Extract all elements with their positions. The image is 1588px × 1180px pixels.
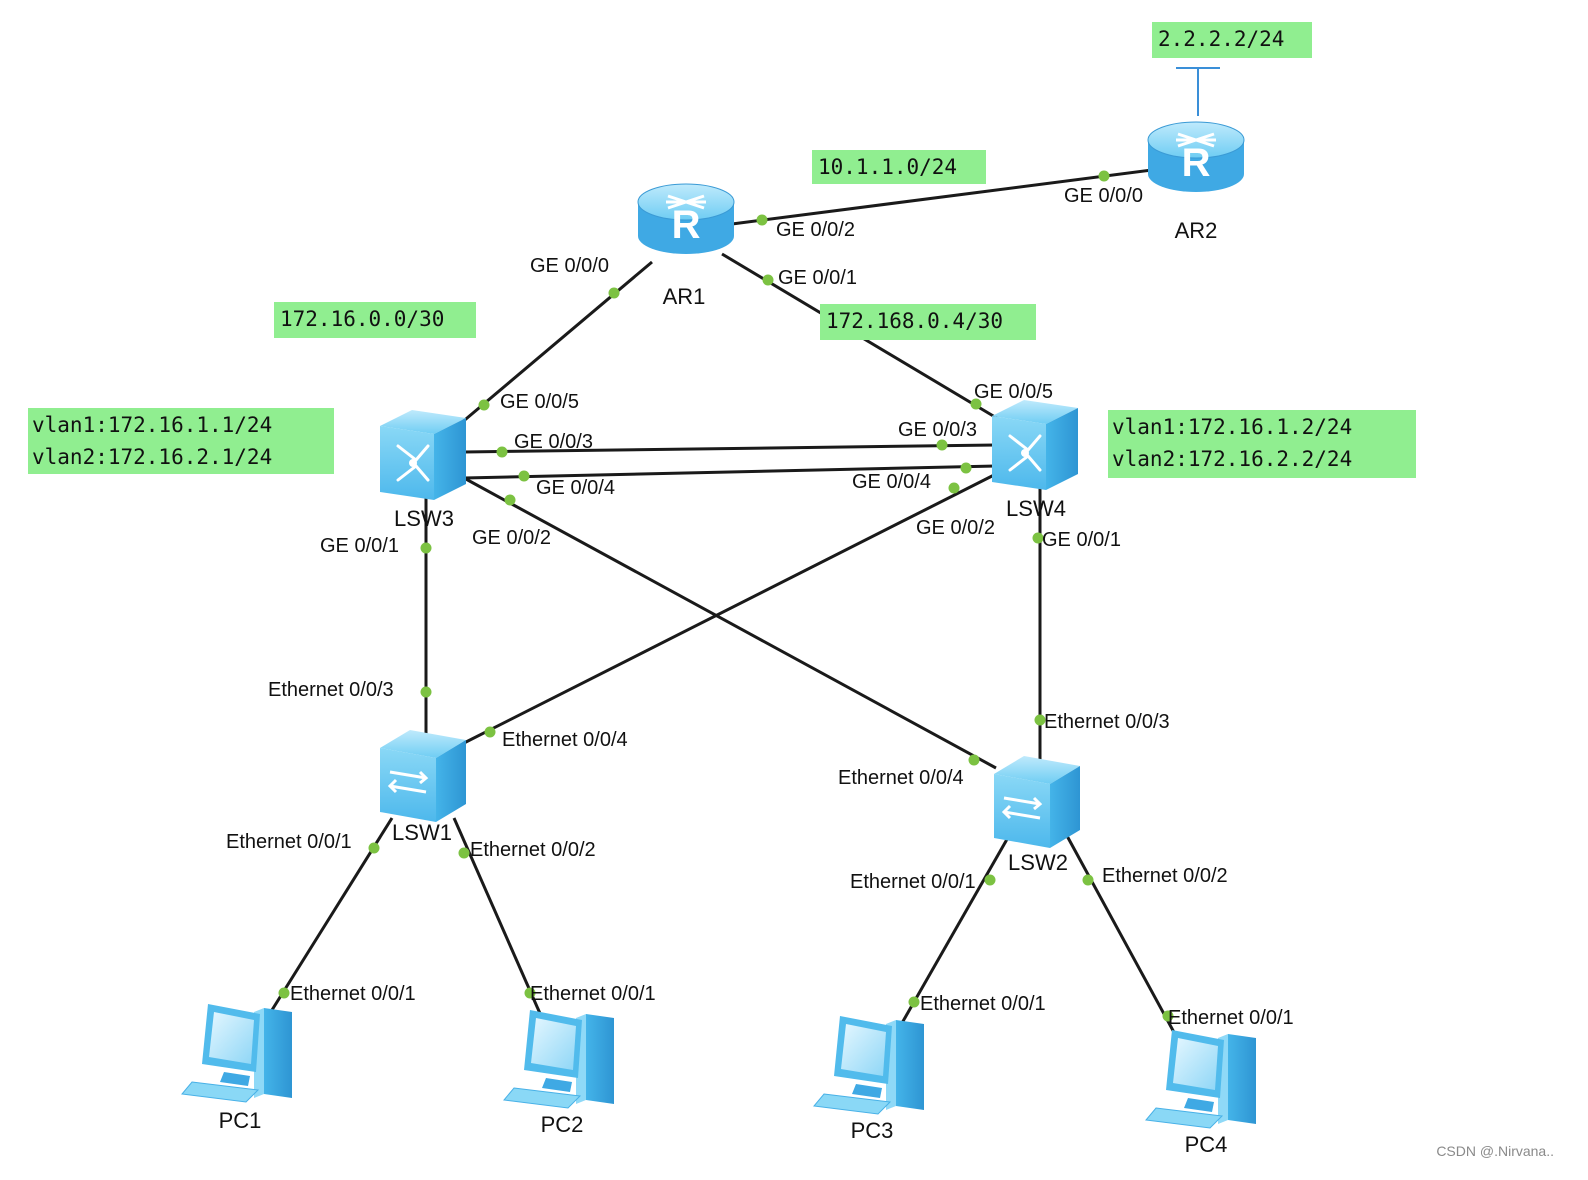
note-lsw4-vlan2: vlan2:172.16.2.2/24 <box>1112 447 1352 471</box>
l3-switch-icon[interactable] <box>378 408 468 502</box>
port-dot <box>1034 714 1046 726</box>
port-label-pc2-e001: Ethernet 0/0/1 <box>530 983 656 1005</box>
link-lsw4-lsw1 <box>463 472 997 745</box>
port-label-lsw2-e003: Ethernet 0/0/3 <box>1044 711 1170 733</box>
link-lsw2-pc4 <box>1064 833 1178 1037</box>
port-dot <box>968 754 980 766</box>
note-ar1-ar2-network: 10.1.1.0/24 <box>818 155 957 179</box>
link-lsw3-lsw4-ge003 <box>463 443 997 454</box>
note-lsw4-vlan1: vlan1:172.16.1.2/24 <box>1112 415 1352 439</box>
device-label-lsw2: LSW2 <box>1008 850 1068 875</box>
port-label-lsw4-ge003: GE 0/0/3 <box>898 419 977 441</box>
device-label-ar1: AR1 <box>663 284 706 309</box>
port-label-lsw1-e003: Ethernet 0/0/3 <box>268 679 394 701</box>
port-label-lsw1-e004: Ethernet 0/0/4 <box>502 729 628 751</box>
device-label-ar2: AR2 <box>1175 218 1218 243</box>
note-lsw3-vlan2: vlan2:172.16.2.1/24 <box>32 445 272 469</box>
port-label-lsw3-ge005: GE 0/0/5 <box>500 391 579 413</box>
note-ar2-network: 2.2.2.2/24 <box>1158 27 1284 51</box>
port-dot <box>762 274 774 286</box>
port-dot <box>420 686 432 698</box>
port-dot <box>948 482 960 494</box>
port-label-ar1-ge001: GE 0/0/1 <box>778 267 857 289</box>
port-dot <box>608 287 620 299</box>
port-label-lsw4-ge004: GE 0/0/4 <box>852 471 931 493</box>
port-label-lsw4-ge002: GE 0/0/2 <box>916 517 995 539</box>
port-dot <box>420 542 432 554</box>
note-box <box>1152 22 1312 58</box>
port-dot <box>1082 874 1094 886</box>
port-label-ar1-ge000: GE 0/0/0 <box>530 255 609 277</box>
port-label-lsw2-e002: Ethernet 0/0/2 <box>1102 865 1228 887</box>
port-label-pc4-e001: Ethernet 0/0/1 <box>1168 1007 1294 1029</box>
port-dot <box>524 987 536 999</box>
watermark: CSDN @.Nirvana.. <box>1436 1143 1554 1159</box>
port-dot <box>368 842 380 854</box>
port-dot <box>984 874 996 886</box>
note-box <box>28 408 334 474</box>
pc-icon[interactable] <box>1145 1029 1257 1129</box>
port-label-lsw4-ge001: GE 0/0/1 <box>1042 529 1121 551</box>
port-label-lsw1-e001: Ethernet 0/0/1 <box>226 831 352 853</box>
port-dot <box>960 462 972 474</box>
pc-icon[interactable] <box>181 1003 293 1103</box>
note-box <box>1108 410 1416 478</box>
port-label-pc3-e001: Ethernet 0/0/1 <box>920 993 1046 1015</box>
port-dot <box>936 439 948 451</box>
router-icon[interactable] <box>636 182 736 256</box>
port-label-lsw3-ge003: GE 0/0/3 <box>514 431 593 453</box>
port-dot <box>1162 1010 1174 1022</box>
link-ar1-ar2 <box>731 168 1153 226</box>
pc-icon[interactable] <box>503 1009 615 1109</box>
note-box <box>812 150 986 184</box>
device-label-lsw1: LSW1 <box>392 820 452 845</box>
router-icon[interactable] <box>1146 120 1246 194</box>
l2-switch-icon[interactable] <box>992 754 1082 850</box>
note-ar1-lsw3-network: 172.16.0.0/30 <box>280 307 444 331</box>
device-label-pc1: PC1 <box>219 1108 262 1133</box>
port-label-lsw2-e004: Ethernet 0/0/4 <box>838 767 964 789</box>
device-label-pc3: PC3 <box>851 1118 894 1143</box>
device-label-lsw3: LSW3 <box>394 506 454 531</box>
link-lsw3-lsw2 <box>463 476 997 770</box>
port-dot <box>970 398 982 410</box>
port-dot <box>908 996 920 1008</box>
port-label-lsw2-e001: Ethernet 0/0/1 <box>850 871 976 893</box>
port-dot <box>478 399 490 411</box>
port-label-lsw3-ge001: GE 0/0/1 <box>320 535 399 557</box>
port-label-ar2-ge000: GE 0/0/0 <box>1064 185 1143 207</box>
l3-switch-icon[interactable] <box>990 398 1080 492</box>
port-dot <box>518 470 530 482</box>
port-label-pc1-e001: Ethernet 0/0/1 <box>290 983 416 1005</box>
note-ar1-lsw4-network: 172.168.0.4/30 <box>826 309 1003 333</box>
port-label-lsw3-ge004: GE 0/0/4 <box>536 477 615 499</box>
port-label-lsw3-ge002: GE 0/0/2 <box>472 527 551 549</box>
pc-icon[interactable] <box>813 1015 925 1115</box>
port-dot <box>756 214 768 226</box>
port-dot <box>278 987 290 999</box>
link-ar1-lsw3 <box>459 260 653 426</box>
port-label-lsw1-e002: Ethernet 0/0/2 <box>470 839 596 861</box>
note-box <box>274 302 476 338</box>
device-label-pc4: PC4 <box>1185 1132 1228 1157</box>
note-lsw3-vlan1: vlan1:172.16.1.1/24 <box>32 413 272 437</box>
link-lsw3-lsw4-ge004 <box>463 464 997 480</box>
device-label-lsw4: LSW4 <box>1006 496 1066 521</box>
port-dot <box>504 494 516 506</box>
port-dot <box>484 726 496 738</box>
port-label-lsw4-ge005: GE 0/0/5 <box>974 381 1053 403</box>
port-dot <box>1032 532 1044 544</box>
port-dot <box>458 847 470 859</box>
port-dot <box>496 446 508 458</box>
port-label-ar1-ge002: GE 0/0/2 <box>776 219 855 241</box>
port-dot <box>1098 170 1110 182</box>
l2-switch-icon[interactable] <box>378 728 468 824</box>
device-label-pc2: PC2 <box>541 1112 584 1137</box>
note-box <box>820 304 1036 340</box>
